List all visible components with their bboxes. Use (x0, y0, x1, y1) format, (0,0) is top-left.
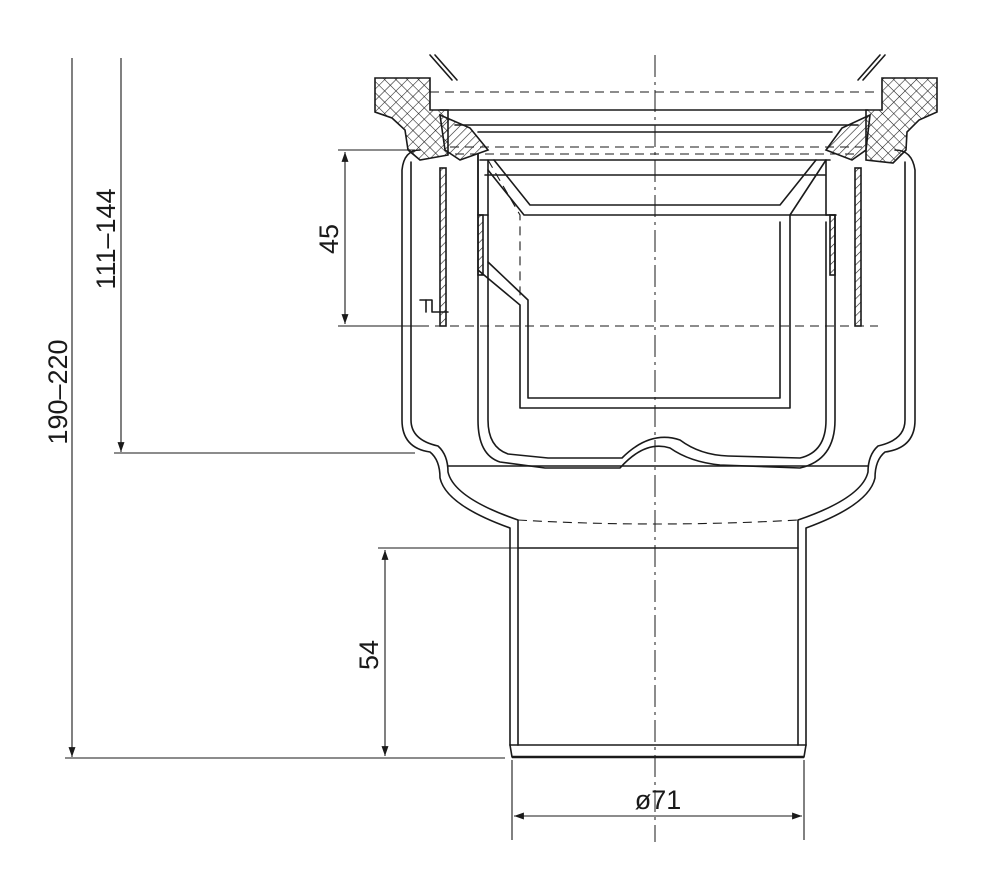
inlet-height-label: 111–144 (91, 188, 121, 289)
outlet-length-label: 54 (354, 640, 384, 670)
total-height-dimension (65, 58, 505, 759)
grate-frame (429, 54, 886, 176)
outlet-diameter-label: ø71 (635, 785, 682, 815)
odour-trap (477, 154, 837, 469)
outlet-spigot (509, 744, 807, 759)
outlet-length-dimension (378, 547, 518, 756)
water-seal-label: 45 (314, 224, 344, 254)
water-seal-dimension (338, 149, 420, 327)
right-clamping-flange (824, 77, 938, 164)
hatched-sleeve-walls (419, 167, 862, 327)
grate-reference-lines (430, 91, 880, 155)
inlet-height-dimension (114, 58, 415, 454)
total-height-label: 190–220 (43, 339, 73, 444)
drain-body (401, 149, 916, 746)
outlet-diameter-dimension (511, 760, 805, 840)
left-clamping-flange (374, 77, 490, 161)
